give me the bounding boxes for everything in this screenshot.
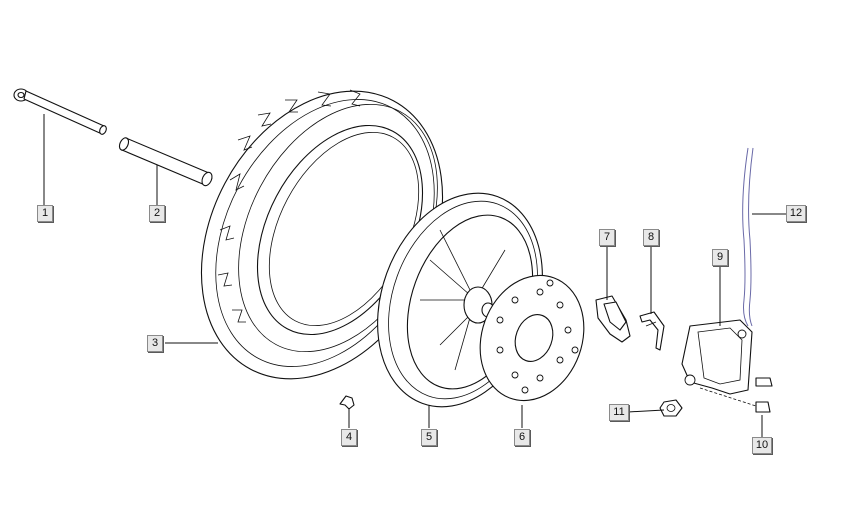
pad-spring-icon [639,311,665,351]
callout-8: 8 [643,229,659,246]
valve-stem-icon [339,395,355,410]
callout-2: 2 [149,205,165,222]
callout-7: 7 [599,229,615,246]
callout-12: 12 [786,205,806,222]
brake-caliper-icon [681,319,753,395]
callout-5: 5 [421,429,437,446]
brake-pads-icon [595,295,631,343]
callout-10: 10 [752,437,772,454]
brake-disc-icon [479,274,585,402]
callout-9: 9 [712,249,728,266]
callout-6: 6 [514,429,530,446]
callout-3: 3 [147,335,163,352]
callout-11: 11 [609,404,629,421]
caliper-bolt-icon [699,377,773,413]
callout-4: 4 [341,429,357,446]
callout-1: 1 [37,205,53,222]
leader-lines [43,114,786,437]
axle-icon [13,88,107,135]
brake-hose-icon [742,147,754,327]
spacer-sleeve-icon [118,137,213,187]
axle-nut-icon [659,399,683,417]
